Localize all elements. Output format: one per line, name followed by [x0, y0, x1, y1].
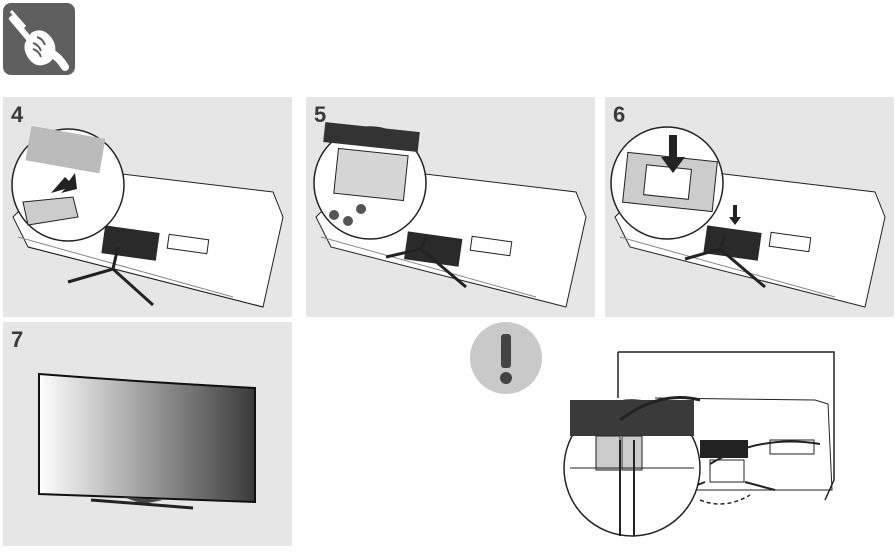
- step-number: 7: [11, 327, 24, 352]
- step-4-illustration: [11, 125, 284, 308]
- step-number: 6: [613, 102, 626, 127]
- step-4-panel: 4: [3, 97, 292, 317]
- cable-routing-illustration: [560, 350, 896, 549]
- step-6-panel: 6: [605, 97, 894, 317]
- step-6-illustration: [610, 126, 886, 308]
- step-number: 5: [314, 102, 327, 127]
- step-7-panel: 7: [3, 322, 292, 546]
- step-number: 4: [11, 102, 24, 127]
- step-5-illustration: [313, 122, 587, 308]
- step-7-illustration: [38, 372, 256, 510]
- screwdriver-hand-icon: [3, 3, 75, 75]
- step-5-panel: 5: [306, 97, 595, 317]
- exclamation-icon: [470, 322, 542, 394]
